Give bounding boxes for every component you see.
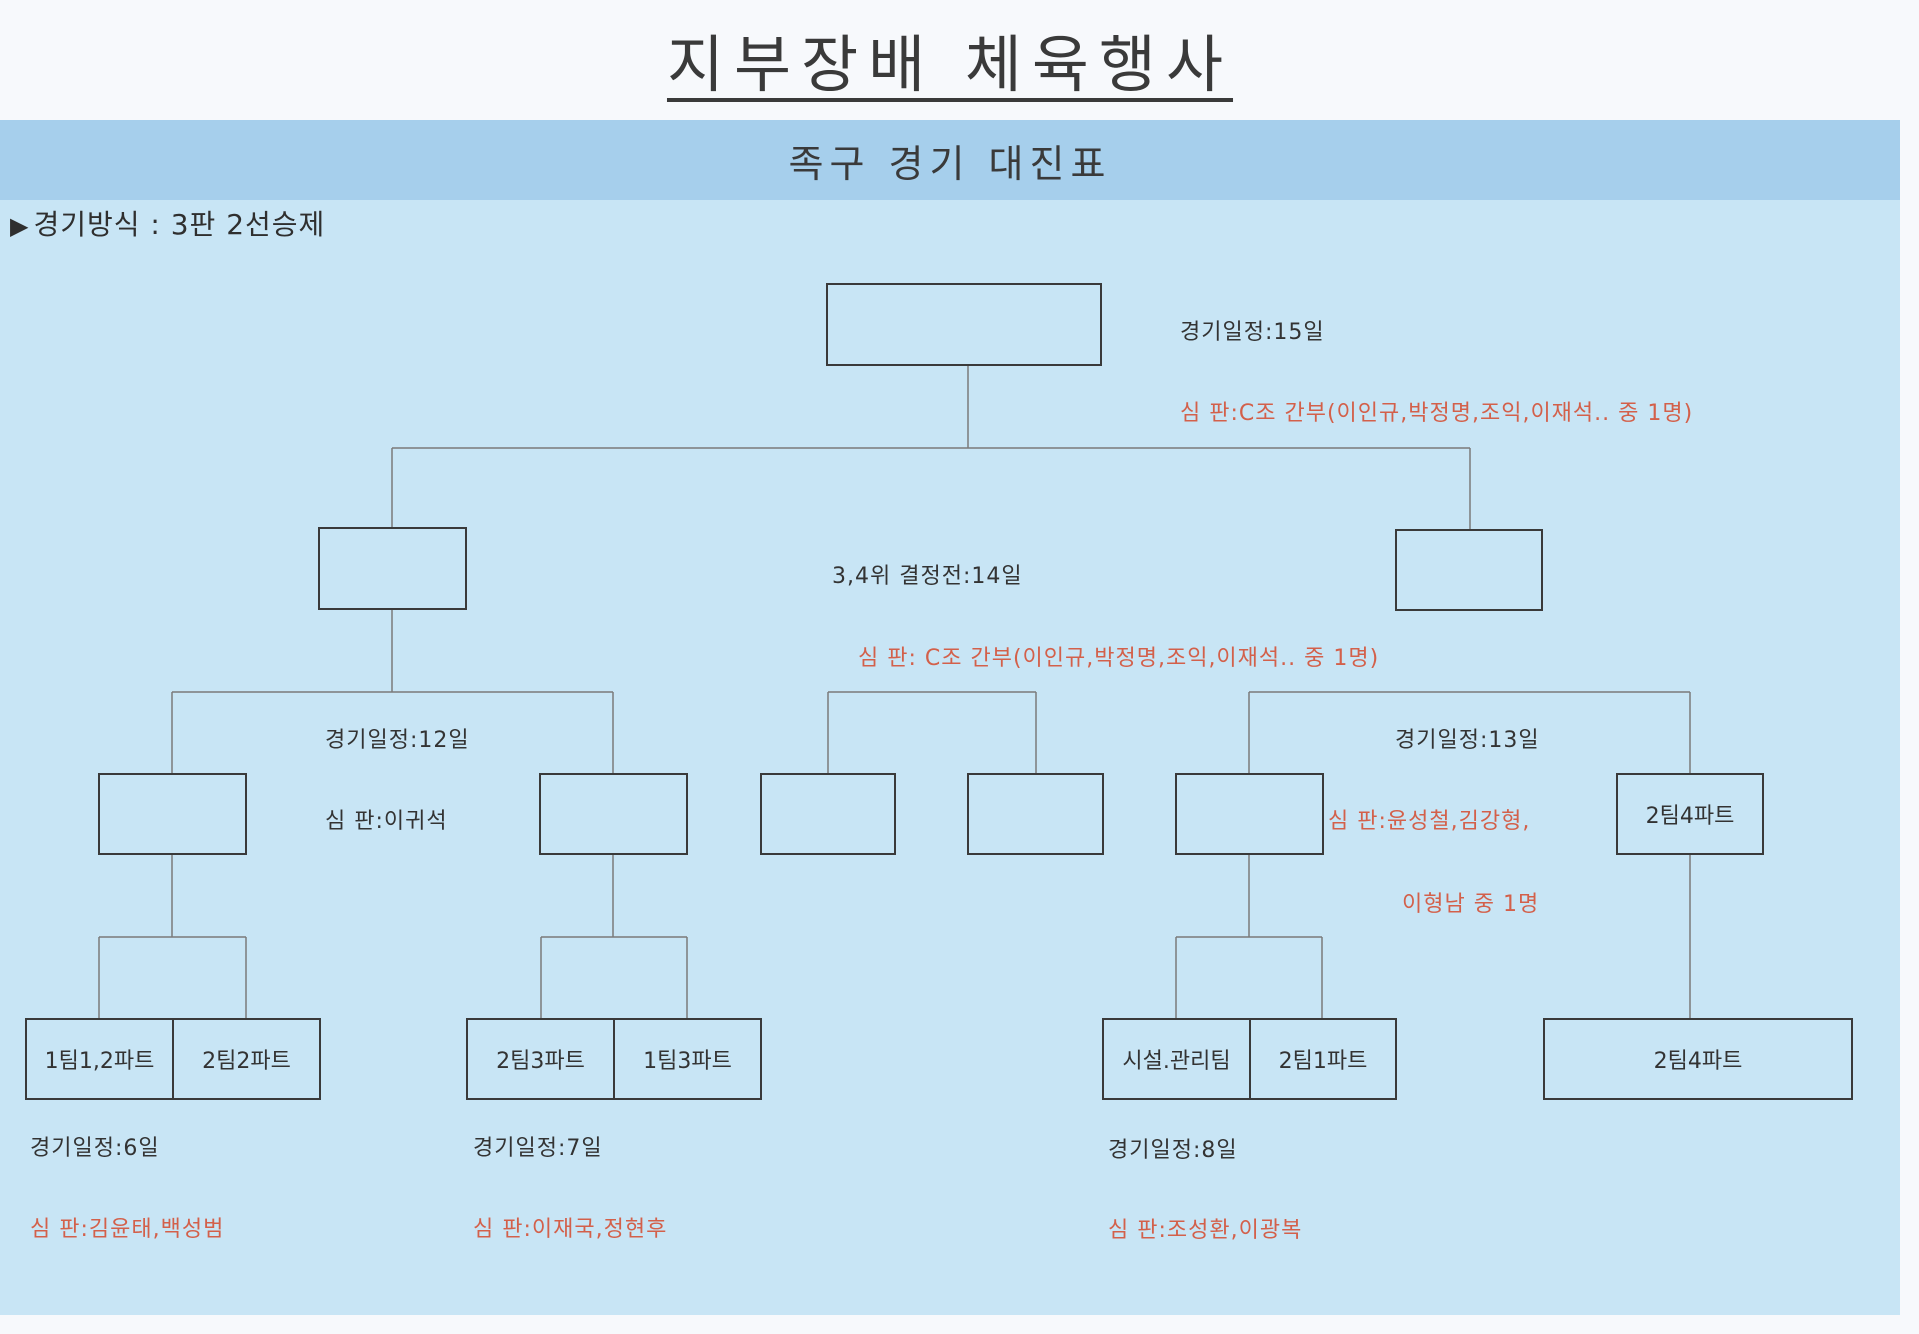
semi-box-left [318, 527, 467, 610]
r1-right-schedule: 경기일정:8일 [1108, 1138, 1238, 1163]
document-title: 지부장배 체육행사 [666, 28, 1234, 101]
team-box: 2팀1파트 [1249, 1018, 1397, 1100]
semi-left-referee: 심 판:이귀석 [325, 809, 448, 834]
semi-left-schedule: 경기일정:12일 [325, 728, 470, 753]
team-box: 시설.관리팀 [1102, 1018, 1251, 1100]
semi-box-right [1395, 529, 1543, 611]
bracket-panel [0, 120, 1900, 1315]
third-place-schedule: 3,4위 결정전:14일 [832, 564, 1023, 589]
r1-right-referee: 심 판:조성환,이광복 [1108, 1218, 1303, 1243]
team-box: 2팀4파트 [1543, 1018, 1853, 1100]
qf-box-1 [98, 773, 247, 855]
qf-box-2 [539, 773, 688, 855]
semi-right-schedule: 경기일정:13일 [1395, 728, 1540, 753]
r1-mid-referee: 심 판:이재국,정현후 [473, 1217, 668, 1242]
r1-left-schedule: 경기일정:6일 [30, 1136, 160, 1161]
triangle-bullet-icon: ▶ [10, 212, 30, 240]
third-place-referee: 심 판: C조 간부(이인규,박정명,조익,이재석.. 중 1명) [858, 646, 1380, 671]
final-box [826, 283, 1102, 366]
team-box: 1팀1,2파트 [25, 1018, 174, 1100]
third-box-2 [967, 773, 1104, 855]
team-box: 1팀3파트 [613, 1018, 762, 1100]
r1-mid-schedule: 경기일정:7일 [473, 1136, 603, 1161]
match-format-text: 경기방식 : 3판 2선승제 [33, 208, 326, 241]
r1-left-referee: 심 판:김윤태,백성범 [30, 1217, 225, 1242]
final-referee: 심 판:C조 간부(이인규,박정명,조익,이재석.. 중 1명) [1180, 401, 1694, 426]
final-schedule: 경기일정:15일 [1180, 320, 1325, 345]
team-box: 2팀2파트 [172, 1018, 321, 1100]
qf-box-4: 2팀4파트 [1616, 773, 1764, 855]
semi-right-referee: 심 판:윤성철,김강형, [1328, 809, 1531, 834]
semi-right-referee-cont: 이형남 중 1명 [1402, 892, 1540, 917]
match-format: ▶경기방식 : 3판 2선승제 [10, 203, 325, 243]
bracket-header: 족구 경기 대진표 [0, 120, 1900, 200]
third-box-1 [760, 773, 896, 855]
qf-box-3 [1175, 773, 1324, 855]
team-box: 2팀3파트 [466, 1018, 615, 1100]
